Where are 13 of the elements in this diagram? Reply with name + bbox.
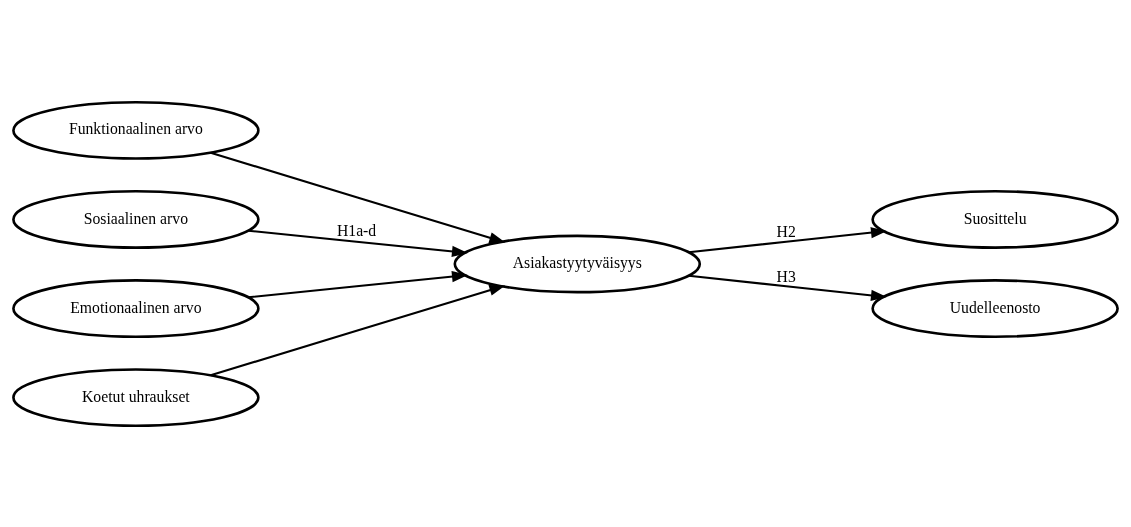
node-ellipse: Sosiaalinen arvo	[12, 189, 260, 249]
arrow	[210, 284, 506, 376]
edge-label: H2	[776, 222, 796, 240]
edge-label: H1a-d	[336, 221, 377, 239]
arrow	[210, 151, 506, 243]
node-ellipse: Koetut uhraukset	[12, 367, 260, 427]
node-ellipse: Emotionaalinen arvo	[12, 278, 260, 338]
edge-label: H3	[776, 267, 796, 285]
arrow	[688, 274, 887, 301]
arrow	[248, 229, 468, 257]
arrow	[248, 270, 468, 298]
arrow	[688, 226, 887, 253]
node-ellipse: Funktionaalinen arvo	[12, 100, 260, 160]
